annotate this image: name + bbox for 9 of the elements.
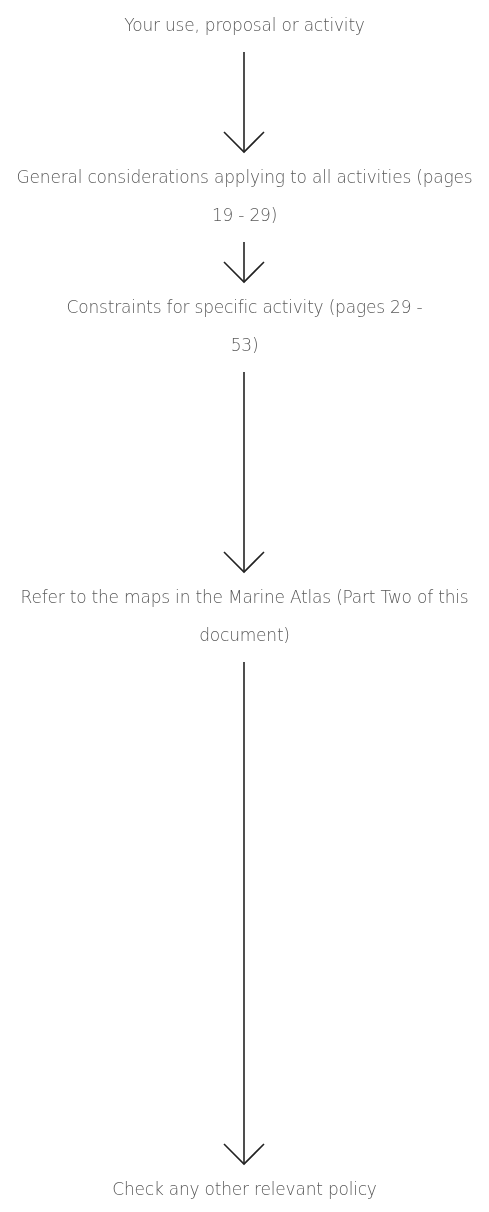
step-label: Constraints for specific activity (pages 29 - 53)	[65, 296, 424, 357]
step-label: Your use, proposal or activity	[123, 14, 366, 37]
arrow	[223, 241, 265, 283]
step-label: Check any other relevant policy	[111, 1178, 378, 1201]
arrow	[223, 661, 265, 1165]
arrow	[223, 371, 265, 573]
arrow	[223, 51, 265, 153]
step-label: Refer to the maps in the Marine Atlas (Part Two of this document)	[19, 586, 470, 647]
step-label: General considerations applying to all activities (pages 19 - 29)	[15, 166, 474, 227]
